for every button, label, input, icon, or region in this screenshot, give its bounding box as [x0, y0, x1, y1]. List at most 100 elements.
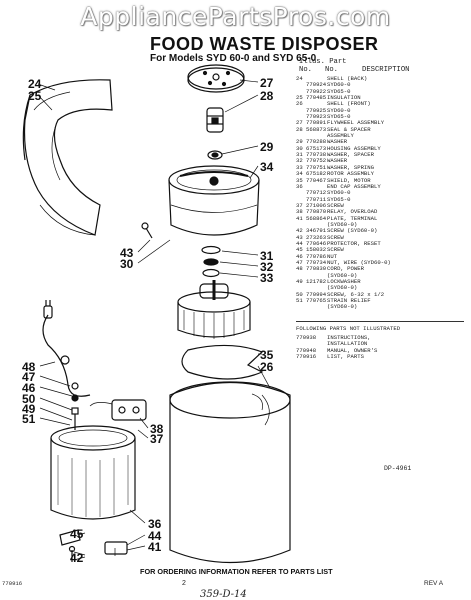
- part-number: 770830: [306, 265, 327, 273]
- part-description: WASHER: [327, 138, 348, 146]
- header-description: DESCRIPTION: [362, 66, 410, 74]
- parts-row: (SYD60-0): [296, 303, 466, 311]
- part-illus-no: 34: [296, 170, 303, 178]
- part-illus-no: 32: [296, 157, 303, 165]
- part-number: 770916: [296, 353, 317, 361]
- parts-row: (SYD60-0): [296, 221, 466, 228]
- part-illus-no: 24: [296, 75, 303, 82]
- page-number: 2: [182, 580, 186, 587]
- parts-row: (SYD60-0): [296, 284, 466, 291]
- callout-30: 30: [120, 257, 134, 271]
- part-illus-no: 49: [296, 278, 303, 285]
- part-description: CORD, POWER: [327, 265, 364, 273]
- part-illus-no: 27: [296, 119, 303, 127]
- part-description: (SYD60-0): [327, 303, 358, 311]
- part-description: SYD65-0: [327, 195, 351, 203]
- part-illus-no: 42: [296, 227, 303, 235]
- watermark: AppliancePartsPros.com: [80, 2, 391, 31]
- callout-28: 28: [260, 89, 274, 103]
- part-number: 770712: [306, 189, 327, 197]
- end-cap-assembly: [50, 425, 136, 520]
- header-illus: Illus. Part: [299, 58, 347, 66]
- part-illus-no: 29: [296, 138, 303, 146]
- part-illus-no: 37: [296, 201, 303, 209]
- part-illus-no: 41: [296, 214, 303, 222]
- part-description: WASHER, SPACER: [327, 151, 374, 159]
- part-illus-no: 36: [296, 182, 303, 190]
- part-illus-no: 46: [296, 252, 303, 260]
- part-description: ROTOR ASSEMBLY: [327, 170, 374, 178]
- part-illus-no: 25: [296, 94, 303, 102]
- part-description: SHELL (BACK): [327, 75, 368, 82]
- part-number: 770870: [306, 208, 327, 216]
- part-number: 273263: [306, 233, 327, 241]
- part-number: 770922: [306, 87, 327, 95]
- part-illus-no: 51: [296, 297, 303, 305]
- part-illus-no: 33: [296, 163, 303, 171]
- document-title: FOOD WASTE DISPOSER: [150, 34, 379, 54]
- reset-protector: [104, 541, 128, 555]
- callout-31: 31: [260, 249, 274, 263]
- not-illustrated-heading: FOLLOWING PARTS NOT ILLUSTRATED: [296, 325, 401, 332]
- callout-47: 47: [22, 370, 36, 384]
- part-number: 568873: [306, 125, 327, 133]
- callout-36: 36: [148, 517, 162, 531]
- part-number: 770948: [296, 346, 317, 354]
- part-description: LOCKWASHER: [327, 278, 361, 285]
- part-description: SYD65-0: [327, 87, 351, 95]
- not-illustrated-row: 770916 LIST, PARTS: [296, 353, 466, 361]
- part-number: 271006: [306, 201, 327, 209]
- header-part-no: No.: [325, 66, 338, 74]
- part-number: 770924: [306, 81, 327, 89]
- part-number: 770734: [306, 258, 327, 266]
- front-shell-part: [169, 381, 291, 564]
- part-illus-no: 35: [296, 176, 303, 184]
- part-description: SCREW: [327, 201, 344, 209]
- callout-51: 51: [22, 412, 36, 426]
- motor-shield: [181, 344, 264, 380]
- part-number: 770994: [306, 290, 327, 298]
- part-description: (SYD60-0): [327, 271, 358, 279]
- part-number: 770751: [306, 163, 327, 171]
- part-description: INSULATION: [327, 94, 361, 102]
- callout-32: 32: [260, 260, 274, 274]
- part-description: LIST, PARTS: [327, 353, 364, 361]
- part-number: 770288: [306, 138, 327, 146]
- callout-35: 35: [260, 348, 274, 362]
- part-number: 770938: [296, 334, 317, 341]
- power-cord: [42, 300, 91, 397]
- footer-text: FOR ORDERING INFORMATION REFER TO PARTS …: [140, 567, 333, 576]
- part-number: 770786: [306, 252, 327, 260]
- part-number: 770923: [306, 113, 327, 121]
- part-description: ASSEMBLY: [327, 132, 354, 140]
- callout-38: 38: [150, 422, 164, 436]
- parts-row: (SYD60-0): [296, 271, 466, 279]
- part-description: SYD60-0: [327, 81, 351, 89]
- callout-50: 50: [22, 392, 36, 406]
- part-description: WASHER: [327, 157, 348, 165]
- part-description: PROTECTOR, RESET: [327, 239, 381, 247]
- document-subtitle: For Models SYD 60-0 and SYD 65-0: [150, 53, 317, 64]
